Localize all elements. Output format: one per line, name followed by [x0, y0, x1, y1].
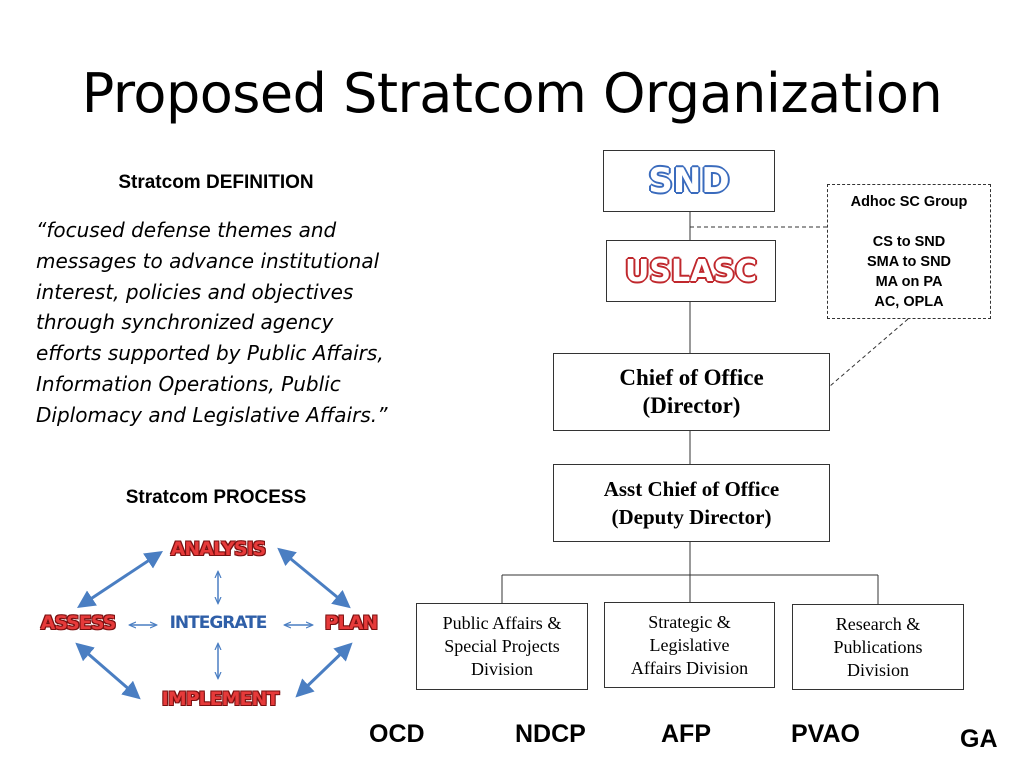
division-line: Legislative [649, 634, 730, 655]
asst-line1: Asst Chief of Office [603, 477, 780, 501]
definition-line: messages to advance institutional [36, 248, 380, 273]
process-analysis: ANALYSIS [170, 538, 267, 560]
process-integrate: INTEGRATE [169, 613, 268, 633]
division-line: Special Projects [444, 636, 560, 656]
definition-heading: Stratcom DEFINITION [118, 172, 314, 193]
definition-line: interest, policies and objectives [36, 279, 354, 304]
chief-line2: (Director) [642, 393, 741, 418]
definition-line: Diplomacy and Legislative Affairs.” [36, 402, 388, 427]
org-box-snd: SND [603, 150, 775, 212]
uslasc-label: USLASC [625, 253, 757, 289]
process-implement: IMPLEMENT [161, 688, 280, 710]
definition-line: Information Operations, Public [36, 371, 341, 396]
snd-label: SND [648, 161, 730, 201]
adhoc-member: CS to SND [872, 234, 946, 250]
adhoc-member: AC, OPLA [874, 294, 944, 310]
process-assess: ASSESS [40, 612, 117, 634]
division-line: Affairs Division [630, 657, 749, 678]
definition-line: “focused defense themes and [36, 218, 337, 242]
arrow-analysis-plan [277, 547, 351, 609]
arrow-analysis-assess [76, 551, 164, 608]
division-line: Strategic & [648, 611, 731, 632]
adhoc-member: MA on PA [875, 274, 943, 290]
agency-afp: AFP [661, 720, 711, 748]
process-heading: Stratcom PROCESS [125, 487, 307, 508]
agency-ocd: OCD [369, 720, 425, 748]
chief-line1: Chief of Office [619, 365, 764, 390]
agency-pvao: PVAO [791, 720, 860, 748]
org-box-division-strategic: Strategic & Legislative Affairs Division [604, 602, 775, 688]
adhoc-member: SMA to SND [866, 254, 952, 270]
definition-line: through synchronized agency [36, 310, 334, 335]
org-box-uslasc: USLASC [606, 240, 776, 302]
dashed-link-adhoc-chief [829, 318, 909, 387]
division-line: Publications [833, 636, 923, 657]
definition-line: efforts supported by Public Affairs, [36, 341, 384, 366]
asst-line2: (Deputy Director) [611, 505, 772, 529]
org-box-chief-of-office: Chief of Office (Director) [553, 353, 830, 431]
org-box-asst-chief: Asst Chief of Office (Deputy Director) [553, 464, 830, 542]
division-line: Division [846, 659, 909, 680]
org-box-division-public-affairs: Public Affairs & Special Projects Divisi… [416, 603, 588, 690]
process-plan: PLAN [324, 612, 379, 634]
arrow-assess-implement [75, 642, 141, 700]
division-line: Division [470, 659, 533, 679]
org-box-division-research: Research & Publications Division [792, 604, 964, 690]
division-line: Public Affairs & [442, 613, 562, 633]
division-line: Research & [835, 613, 921, 634]
definition-quote: “focused defense themes and messages to … [36, 215, 416, 431]
agency-ga: GA [960, 725, 998, 753]
arrow-plan-implement [295, 642, 353, 698]
page-title: Proposed Stratcom Organization [81, 62, 943, 125]
adhoc-group-box: Adhoc SC Group CS to SND SMA to SND MA o… [827, 184, 991, 319]
adhoc-title: Adhoc SC Group [850, 194, 968, 210]
agency-ndcp: NDCP [515, 720, 586, 748]
